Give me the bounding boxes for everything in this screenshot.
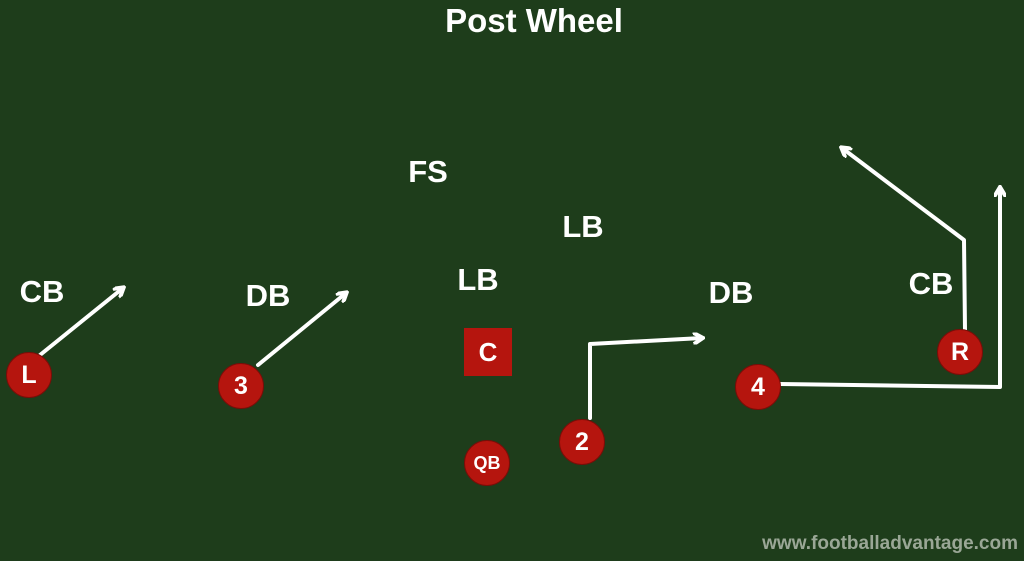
- defender-db-right: DB: [708, 275, 754, 310]
- play-title: Post Wheel: [445, 2, 623, 39]
- defender-lb-top: LB: [562, 209, 604, 244]
- route-2: [588, 338, 702, 420]
- player-center: C: [464, 328, 512, 376]
- defender-lb-mid: LB: [457, 262, 499, 297]
- player-3: 3: [218, 363, 264, 409]
- defender-fs: FS: [408, 154, 448, 189]
- player-l: L: [6, 352, 52, 398]
- defender-cb-right: CB: [908, 266, 954, 301]
- player-r: R: [937, 329, 983, 375]
- player-2: 2: [559, 419, 605, 465]
- watermark: www.footballadvantage.com: [762, 533, 1018, 554]
- defender-cb-left: CB: [19, 274, 65, 309]
- route-r-post: [842, 148, 967, 332]
- defender-db-left: DB: [245, 278, 291, 313]
- route-4-wheel: [778, 188, 1000, 389]
- route-3: [256, 293, 346, 367]
- player-4: 4: [735, 364, 781, 410]
- route-l: [38, 288, 123, 357]
- player-qb: QB: [464, 440, 510, 486]
